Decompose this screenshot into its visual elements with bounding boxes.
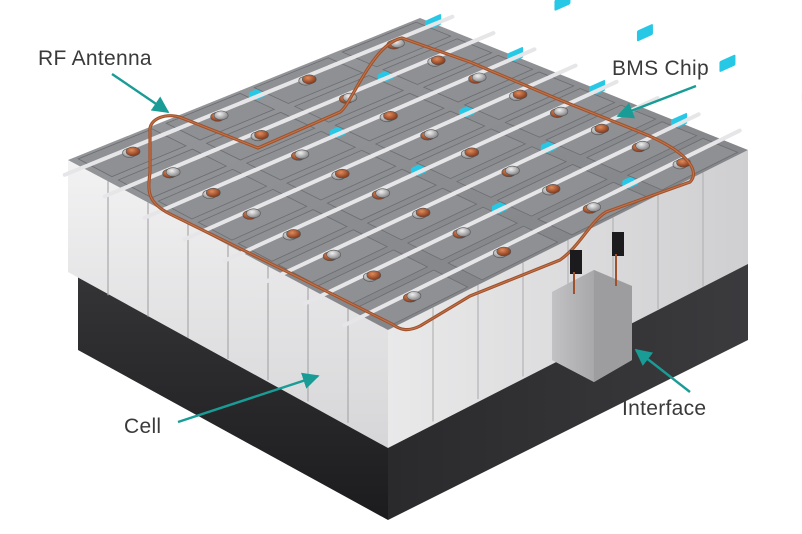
label-interface: Interface	[622, 397, 707, 420]
cell-top-details	[62, 0, 802, 328]
arrow-bms	[616, 84, 697, 119]
interface-connector	[552, 232, 632, 382]
label-rf-antenna: RF Antenna	[38, 47, 152, 70]
label-cell: Cell	[124, 415, 162, 438]
arrow-interface	[634, 348, 691, 393]
arrow-rf	[111, 73, 170, 113]
arrow-cell	[177, 372, 320, 424]
cell-dividers	[107, 172, 704, 423]
label-bms-chip: BMS Chip	[612, 57, 709, 80]
